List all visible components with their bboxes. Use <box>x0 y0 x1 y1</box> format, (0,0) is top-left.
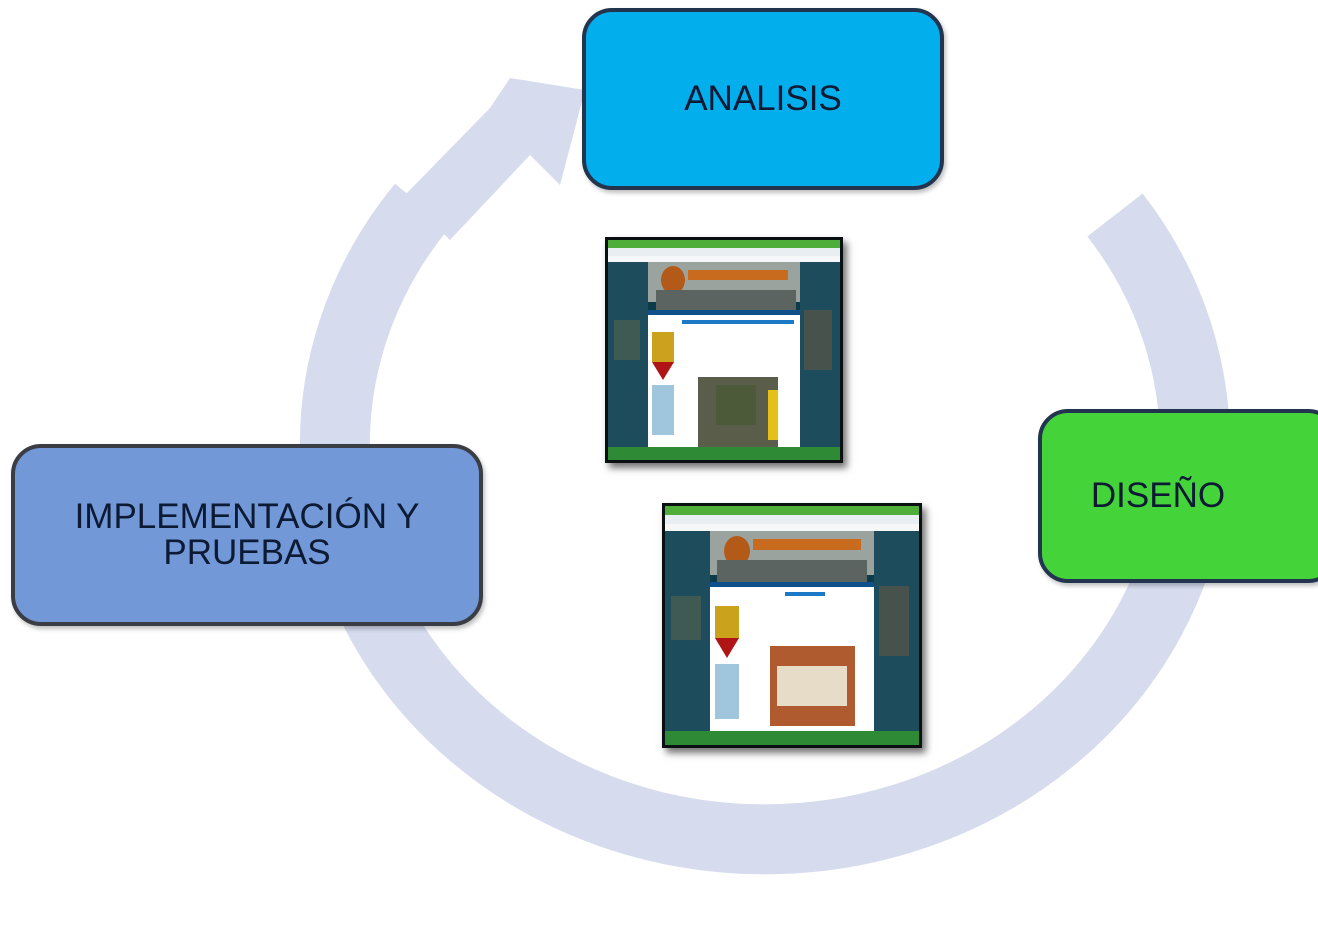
website-screenshot-icon <box>665 506 919 745</box>
stage-implementacion-label: IMPLEMENTACIÓN Y PRUEBAS <box>74 496 420 572</box>
website-screenshot-2 <box>662 503 922 748</box>
stage-analisis-label: ANALISIS <box>684 78 842 118</box>
website-screenshot-icon <box>608 240 840 460</box>
ring-arrowhead <box>405 78 585 240</box>
stage-diseno-label: DISEÑO <box>1090 475 1226 515</box>
stage-analisis-box: ANALISIS <box>582 8 944 190</box>
stage-diseno-box: DISEÑO <box>1038 409 1318 583</box>
stage-implementacion-box: IMPLEMENTACIÓN Y PRUEBAS <box>11 444 483 626</box>
website-screenshot-1 <box>605 237 843 463</box>
